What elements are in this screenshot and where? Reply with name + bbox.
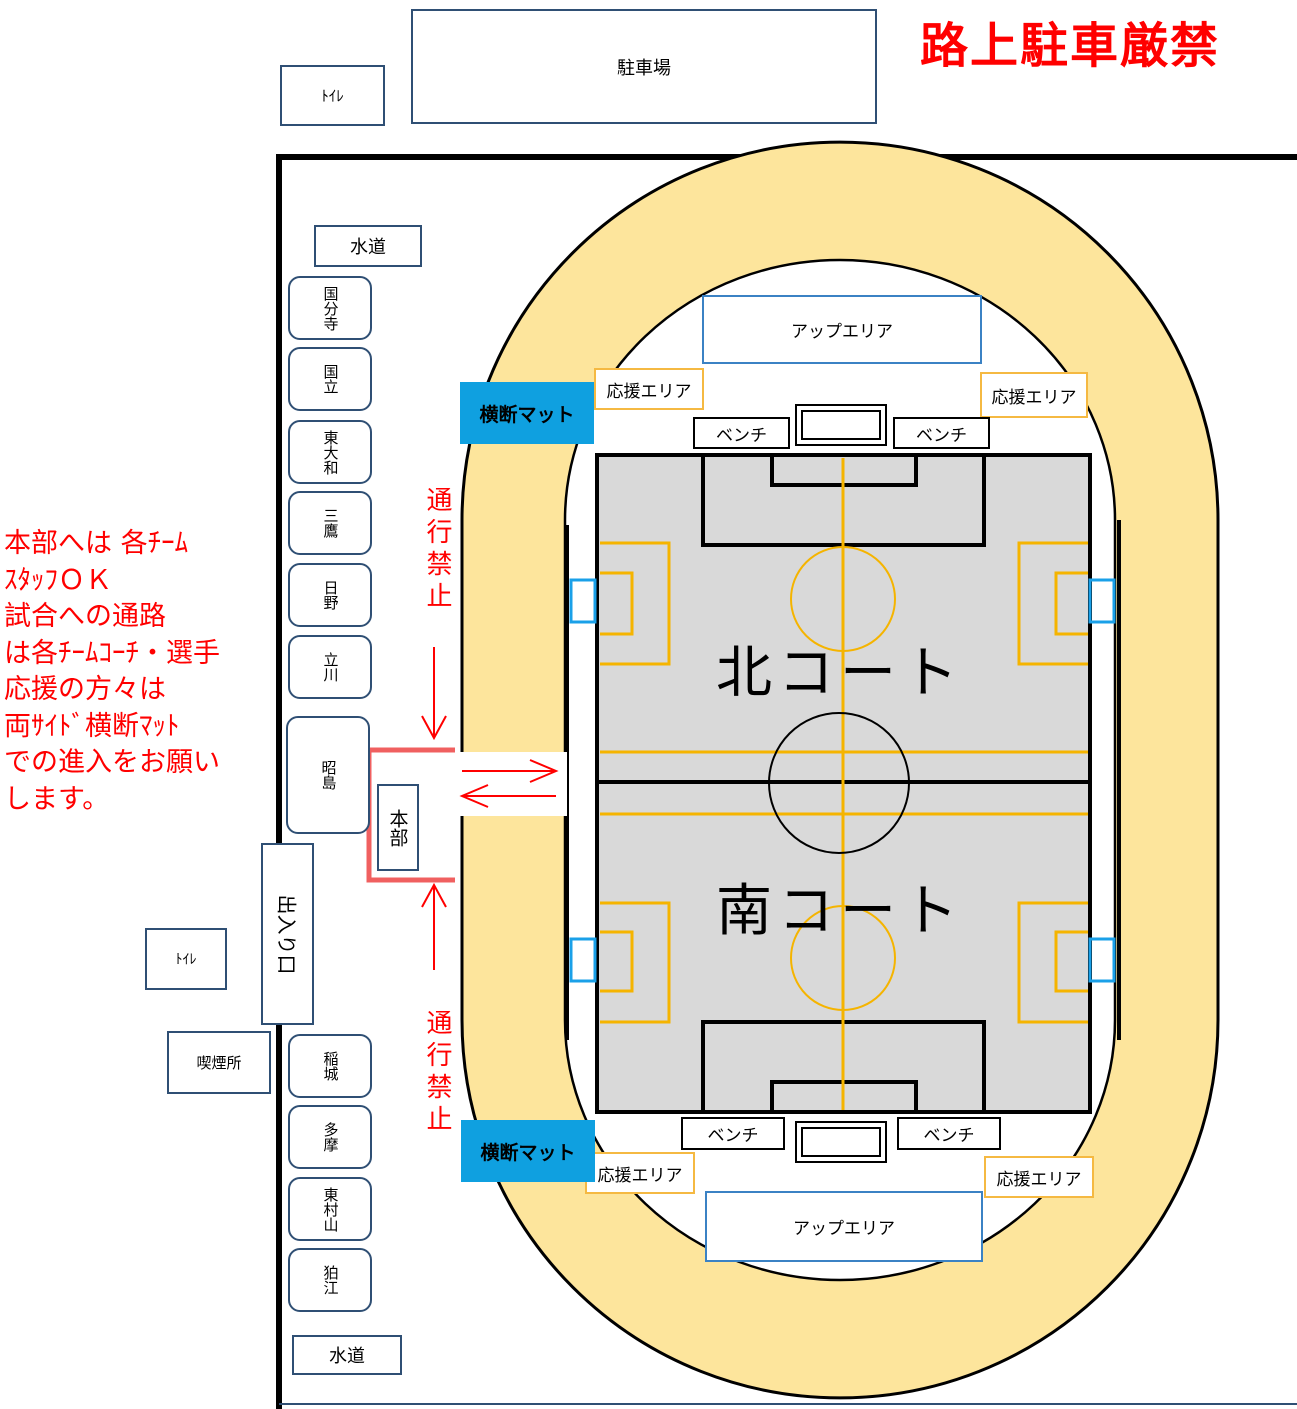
team-tent: 昭島 xyxy=(286,716,370,834)
team-name: 日野 xyxy=(321,580,340,610)
team-name: 狛江 xyxy=(321,1265,340,1295)
team-name: 東大和 xyxy=(321,429,340,475)
team-name: 三鷹 xyxy=(321,508,340,538)
warmup-area-bottom-label: アップエリア xyxy=(793,1219,895,1239)
bench-bottom-right: ベンチ xyxy=(897,1117,1001,1150)
toilet-left-label: ﾄｲﾚ xyxy=(175,952,197,968)
warmup-area-top-label: アップエリア xyxy=(791,322,893,342)
crossing-mat-label: 横断マット xyxy=(479,403,575,426)
bench-label: ベンチ xyxy=(916,425,967,446)
support-area-label: 応援エリア xyxy=(991,387,1077,408)
team-tent: 立川 xyxy=(288,635,372,699)
no-pass-top-label: 通行禁止 xyxy=(422,486,452,614)
support-area-label: 応援エリア xyxy=(606,381,692,402)
team-name: 東村山 xyxy=(321,1186,340,1232)
smoking-area-label: 喫煙所 xyxy=(196,1054,242,1072)
team-name: 国分寺 xyxy=(321,285,340,331)
team-name: 稲城 xyxy=(321,1051,340,1081)
toilet-top-label: ﾄｲﾚ xyxy=(321,87,344,105)
warmup-area-bottom: アップエリア xyxy=(705,1191,983,1262)
support-area-top-left: 応援エリア xyxy=(594,368,704,410)
support-area-bottom-left: 応援エリア xyxy=(585,1152,695,1194)
no-pass-arrows xyxy=(421,647,559,970)
support-area-label: 応援エリア xyxy=(597,1165,683,1186)
entrance: 出入り口 xyxy=(261,843,314,1025)
crossing-mat-label: 横断マット xyxy=(480,1141,576,1164)
team-tent: 狛江 xyxy=(288,1248,372,1312)
team-tent: 稲城 xyxy=(288,1034,372,1098)
team-tent: 東大和 xyxy=(288,420,372,484)
bench-top-left: ベンチ xyxy=(693,417,790,449)
side-goals xyxy=(569,578,1116,983)
support-area-top-right: 応援エリア xyxy=(980,372,1088,418)
team-tent: 三鷹 xyxy=(288,491,372,555)
bench-top-right: ベンチ xyxy=(893,417,990,449)
toilet-left: ﾄｲﾚ xyxy=(145,928,227,990)
support-area-label: 応援エリア xyxy=(996,1169,1082,1190)
no-pass-bottom-label: 通行禁止 xyxy=(422,1009,452,1137)
bench-label: ベンチ xyxy=(707,1126,759,1146)
toilet-top: ﾄｲﾚ xyxy=(280,65,385,126)
team-name: 昭島 xyxy=(319,760,338,790)
smoking-area: 喫煙所 xyxy=(167,1031,271,1094)
team-name: 国立 xyxy=(321,364,340,394)
crossing-mat-bottom: 横断マット xyxy=(461,1120,595,1182)
water-bottom: 水道 xyxy=(292,1335,402,1375)
water-bottom-label: 水道 xyxy=(329,1346,365,1367)
pathway xyxy=(455,752,567,816)
parking-lot-label: 駐車場 xyxy=(617,57,671,79)
team-tent: 国分寺 xyxy=(288,276,372,340)
hq-label: 本部 xyxy=(386,808,409,847)
team-tent: 日野 xyxy=(288,563,372,627)
crossing-mat-top: 横断マット xyxy=(460,382,594,444)
north-court-label: 北コート xyxy=(716,641,964,706)
orange-court-lines xyxy=(600,458,1088,1110)
center-circle xyxy=(768,712,910,854)
team-tent: 多摩 xyxy=(288,1105,372,1169)
hq-box: 本部 xyxy=(377,784,419,871)
main-goals xyxy=(795,404,887,1163)
entrance-label: 出入り口 xyxy=(274,894,298,974)
parking-lot: 駐車場 xyxy=(411,9,877,124)
bench-label: ベンチ xyxy=(923,1126,975,1146)
support-area-bottom-right: 応援エリア xyxy=(984,1156,1094,1198)
team-tent: 国立 xyxy=(288,347,372,411)
team-name: 立川 xyxy=(321,652,340,682)
south-court-label: 南コート xyxy=(716,879,964,944)
water-top-label: 水道 xyxy=(350,237,386,258)
team-tent: 東村山 xyxy=(288,1177,372,1241)
warmup-area-top: アップエリア xyxy=(702,295,982,364)
bench-label: ベンチ xyxy=(716,425,767,446)
water-top: 水道 xyxy=(314,225,422,267)
no-street-parking-title: 路上駐車厳禁 xyxy=(920,18,1221,74)
team-name: 多摩 xyxy=(321,1122,340,1152)
hq-access-note: 本部へは 各ﾁｰﾑ ｽﾀｯﾌＯＫ 試合への通路 は各ﾁｰﾑｺｰﾁ・選手 応援の方… xyxy=(4,528,220,815)
bench-bottom-left: ベンチ xyxy=(681,1117,785,1150)
